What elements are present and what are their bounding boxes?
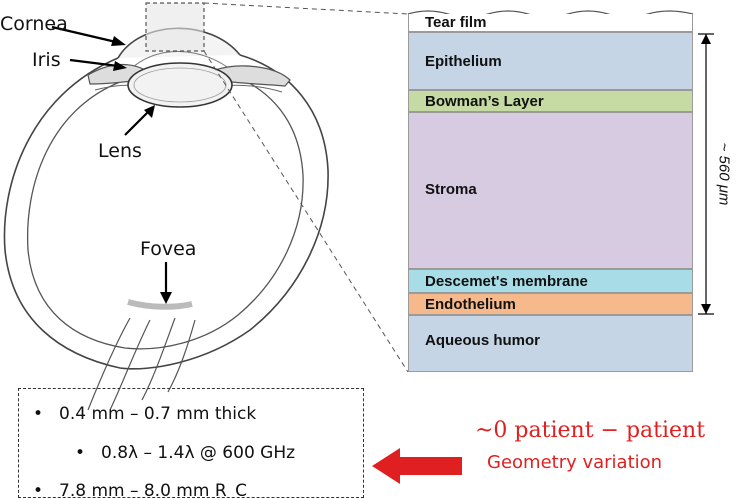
- zoom-line-bottom: [203, 50, 409, 373]
- descemets-label: Descemet's membrane: [425, 273, 588, 290]
- stroma-label: Stroma: [425, 181, 477, 198]
- layer-descemets: Descemet's membrane: [408, 269, 693, 293]
- thickness-label: ~ 560 μm: [715, 142, 733, 206]
- label-cornea: Cornea: [0, 13, 68, 35]
- cornea-zoom-box: [145, 2, 205, 52]
- thickness-arrow: [698, 33, 714, 315]
- zoom-line-top: [203, 2, 409, 15]
- layer-aqueous: Aqueous humor: [408, 315, 693, 372]
- note-bullet-3: 7.8 mm – 8.0 mm R_C: [33, 481, 247, 497]
- eye-diagram: [3, 2, 714, 484]
- label-lens: Lens: [98, 140, 142, 162]
- epithelium-label: Epithelium: [425, 53, 502, 70]
- aqueous-label: Aqueous humor: [425, 332, 540, 349]
- sclera-outer: [3, 54, 329, 370]
- lens-shape: [127, 62, 233, 108]
- layer-epithelium: Epithelium: [408, 32, 693, 90]
- red-arrow-icon: [372, 448, 462, 484]
- tear-film-label: Tear film: [425, 14, 487, 31]
- callout-line-2: Geometry variation: [487, 452, 663, 473]
- layer-stroma: Stroma: [408, 112, 693, 269]
- label-iris: Iris: [32, 49, 61, 71]
- endothelium-label: Endothelium: [425, 296, 516, 313]
- fovea-shape: [127, 299, 193, 310]
- retina-line: [26, 77, 304, 350]
- note-bullet-2: 0.8λ – 1.4λ @ 600 GHz: [75, 443, 295, 463]
- layer-tear-film: Tear film: [408, 14, 693, 32]
- label-arrows: [51, 25, 168, 296]
- bowmans-label: Bowman’s Layer: [425, 93, 544, 110]
- label-fovea: Fovea: [140, 238, 197, 260]
- notes-box: 0.4 mm – 0.7 mm thick 0.8λ – 1.4λ @ 600 …: [18, 388, 364, 498]
- arrow-heads: [111, 36, 172, 304]
- layer-endothelium: Endothelium: [408, 293, 693, 315]
- layer-bowmans: Bowman’s Layer: [408, 90, 693, 112]
- iris-right-shape: [214, 65, 291, 87]
- optic-nerve: [87, 317, 196, 411]
- callout-line-1: ~0 patient − patient: [475, 418, 706, 443]
- note-bullet-1: 0.4 mm – 0.7 mm thick: [33, 404, 256, 424]
